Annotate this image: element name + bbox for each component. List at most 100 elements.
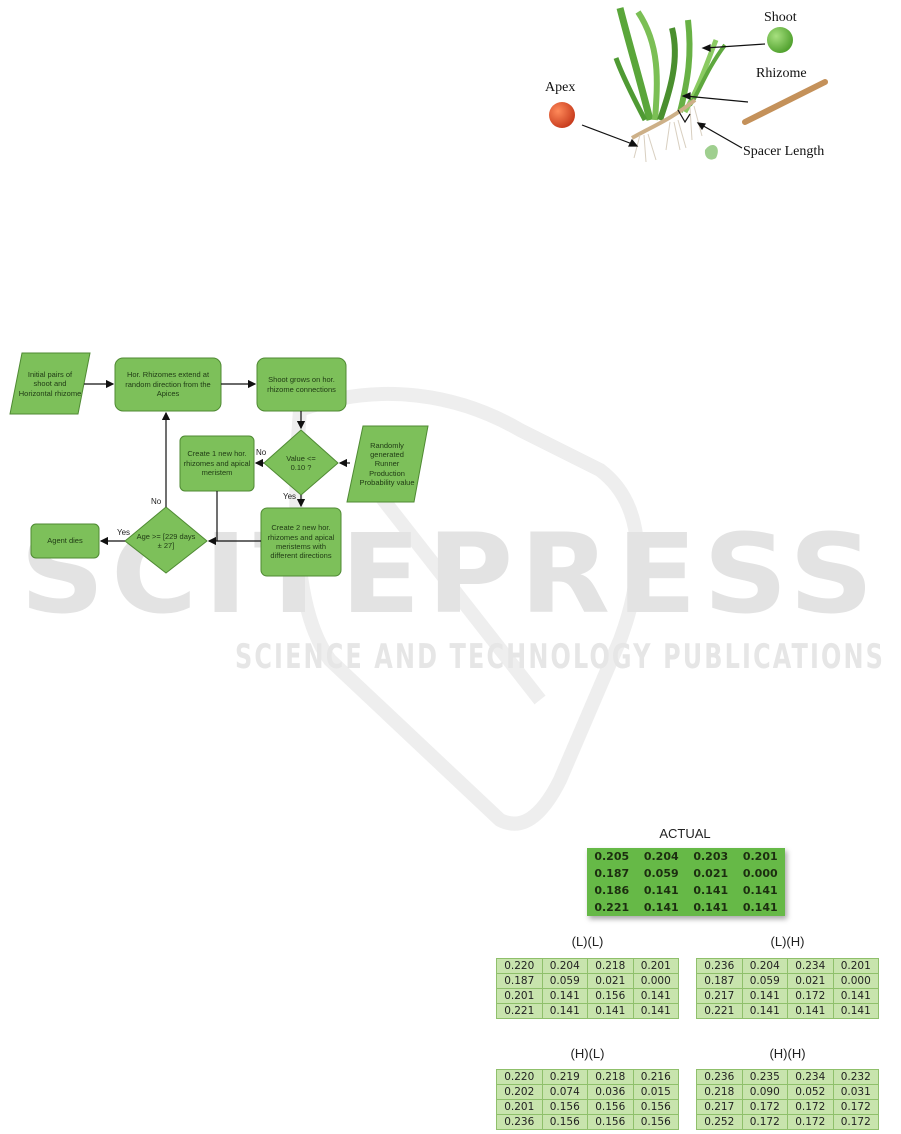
initial-node-text: Initial pairs of shoot and Horizontal rh… xyxy=(18,369,82,398)
table-cell: 0.156 xyxy=(587,1099,634,1115)
table-cell: 0.141 xyxy=(741,1003,788,1019)
lh-grid-title: (L)(H) xyxy=(770,934,805,949)
table-cell: 0.236 xyxy=(696,1069,743,1085)
watermark-tagline: SCIENCE AND TECHNOLOGY PUBLICATIONS xyxy=(235,637,885,677)
random-value-node-text: Randomly generated Runner Production Pro… xyxy=(359,440,415,488)
create-two-node-text: Create 2 new hor. rhizomes and apical me… xyxy=(267,523,335,561)
table-cell: 0.201 xyxy=(496,988,543,1004)
table-cell: 0.217 xyxy=(696,1099,743,1115)
table-cell: 0.000 xyxy=(632,973,679,989)
table-cell: 0.221 xyxy=(496,1003,543,1019)
table-cell: 0.141 xyxy=(693,884,729,897)
age-no-label: No xyxy=(151,497,162,506)
table-cell: 0.141 xyxy=(741,988,788,1004)
rhizome-label: Rhizome xyxy=(756,66,807,81)
table-cell: 0.141 xyxy=(587,1003,634,1019)
table-cell: 0.234 xyxy=(787,1069,834,1085)
table-cell: 0.234 xyxy=(787,958,834,974)
initial-io-shape xyxy=(9,352,91,415)
value-yes-label: Yes xyxy=(283,492,297,501)
table-cell: 0.235 xyxy=(741,1069,788,1085)
age-decision-text: Age >= [229 days ± 27] xyxy=(136,531,196,550)
table-cell: 0.141 xyxy=(632,988,679,1004)
table-cell: 0.036 xyxy=(587,1084,634,1100)
table-cell: 0.141 xyxy=(832,988,879,1004)
age-decision-shape xyxy=(124,506,208,574)
apex-marker xyxy=(549,102,575,128)
agent-dies-process-shape xyxy=(30,523,100,559)
table-cell: 0.141 xyxy=(693,901,729,914)
table-cell: 0.021 xyxy=(693,867,729,880)
table-cell: 0.232 xyxy=(832,1069,879,1085)
table-cell: 0.000 xyxy=(832,973,879,989)
table-cell: 0.187 xyxy=(594,867,630,880)
table-cell: 0.172 xyxy=(787,1114,834,1130)
table-cell: 0.141 xyxy=(742,901,778,914)
shoot-marker xyxy=(767,27,793,53)
table-cell: 0.141 xyxy=(541,988,588,1004)
plant-diagram: Shoot Rhizome Apex Spacer Length xyxy=(545,7,828,163)
random-value-io-shape xyxy=(346,425,429,503)
table-cell: 0.141 xyxy=(541,1003,588,1019)
table-cell: 0.201 xyxy=(632,958,679,974)
agent-dies-node-text: Agent dies xyxy=(47,536,83,546)
table-cell: 0.187 xyxy=(496,973,543,989)
table-cell: 0.218 xyxy=(587,1069,634,1085)
table-cell: 0.201 xyxy=(742,850,778,863)
table-cell: 0.236 xyxy=(496,1114,543,1130)
table-cell: 0.219 xyxy=(541,1069,588,1085)
table-cell: 0.187 xyxy=(696,973,743,989)
table-cell: 0.156 xyxy=(632,1114,679,1130)
runner-production-flowchart: Initial pairs of shoot and Horizontal rh… xyxy=(0,340,440,590)
watermark-logo-shape xyxy=(289,386,645,831)
table-cell: 0.204 xyxy=(541,958,588,974)
table-cell: 0.172 xyxy=(787,988,834,1004)
table-cell: 0.252 xyxy=(696,1114,743,1130)
table-cell: 0.218 xyxy=(587,958,634,974)
table-cell: 0.218 xyxy=(696,1084,743,1100)
table-cell: 0.141 xyxy=(832,1003,879,1019)
table-cell: 0.156 xyxy=(587,1114,634,1130)
table-cell: 0.156 xyxy=(587,988,634,1004)
shoot-grows-node-text: Shoot grows on hor. rhizome connections xyxy=(267,375,336,394)
seagrass-plant-icon xyxy=(613,7,727,163)
table-cell: 0.141 xyxy=(643,901,679,914)
rhizome-bar xyxy=(742,79,828,125)
table-cell: 0.220 xyxy=(496,958,543,974)
table-cell: 0.203 xyxy=(693,850,729,863)
table-cell: 0.156 xyxy=(632,1099,679,1115)
table-cell: 0.059 xyxy=(541,973,588,989)
table-cell: 0.141 xyxy=(643,884,679,897)
table-cell: 0.156 xyxy=(541,1114,588,1130)
value-decision-text: Value <= 0.10 ? xyxy=(286,453,316,472)
extend-node-text: Hor. Rhizomes extend at random direction… xyxy=(125,370,211,399)
create-two-process-shape xyxy=(260,507,342,577)
table-cell: 0.172 xyxy=(832,1114,879,1130)
table-cell: 0.172 xyxy=(741,1114,788,1130)
table-cell: 0.186 xyxy=(594,884,630,897)
table-cell: 0.172 xyxy=(832,1099,879,1115)
table-cell: 0.141 xyxy=(632,1003,679,1019)
table-cell: 0.216 xyxy=(632,1069,679,1085)
table-cell: 0.205 xyxy=(594,850,630,863)
actual-grid-title: ACTUAL xyxy=(659,826,711,841)
value-no-label: No xyxy=(256,448,267,457)
table-cell: 0.059 xyxy=(643,867,679,880)
ll-grid-title: (L)(L) xyxy=(571,934,604,949)
table-cell: 0.090 xyxy=(741,1084,788,1100)
table-cell: 0.141 xyxy=(787,1003,834,1019)
